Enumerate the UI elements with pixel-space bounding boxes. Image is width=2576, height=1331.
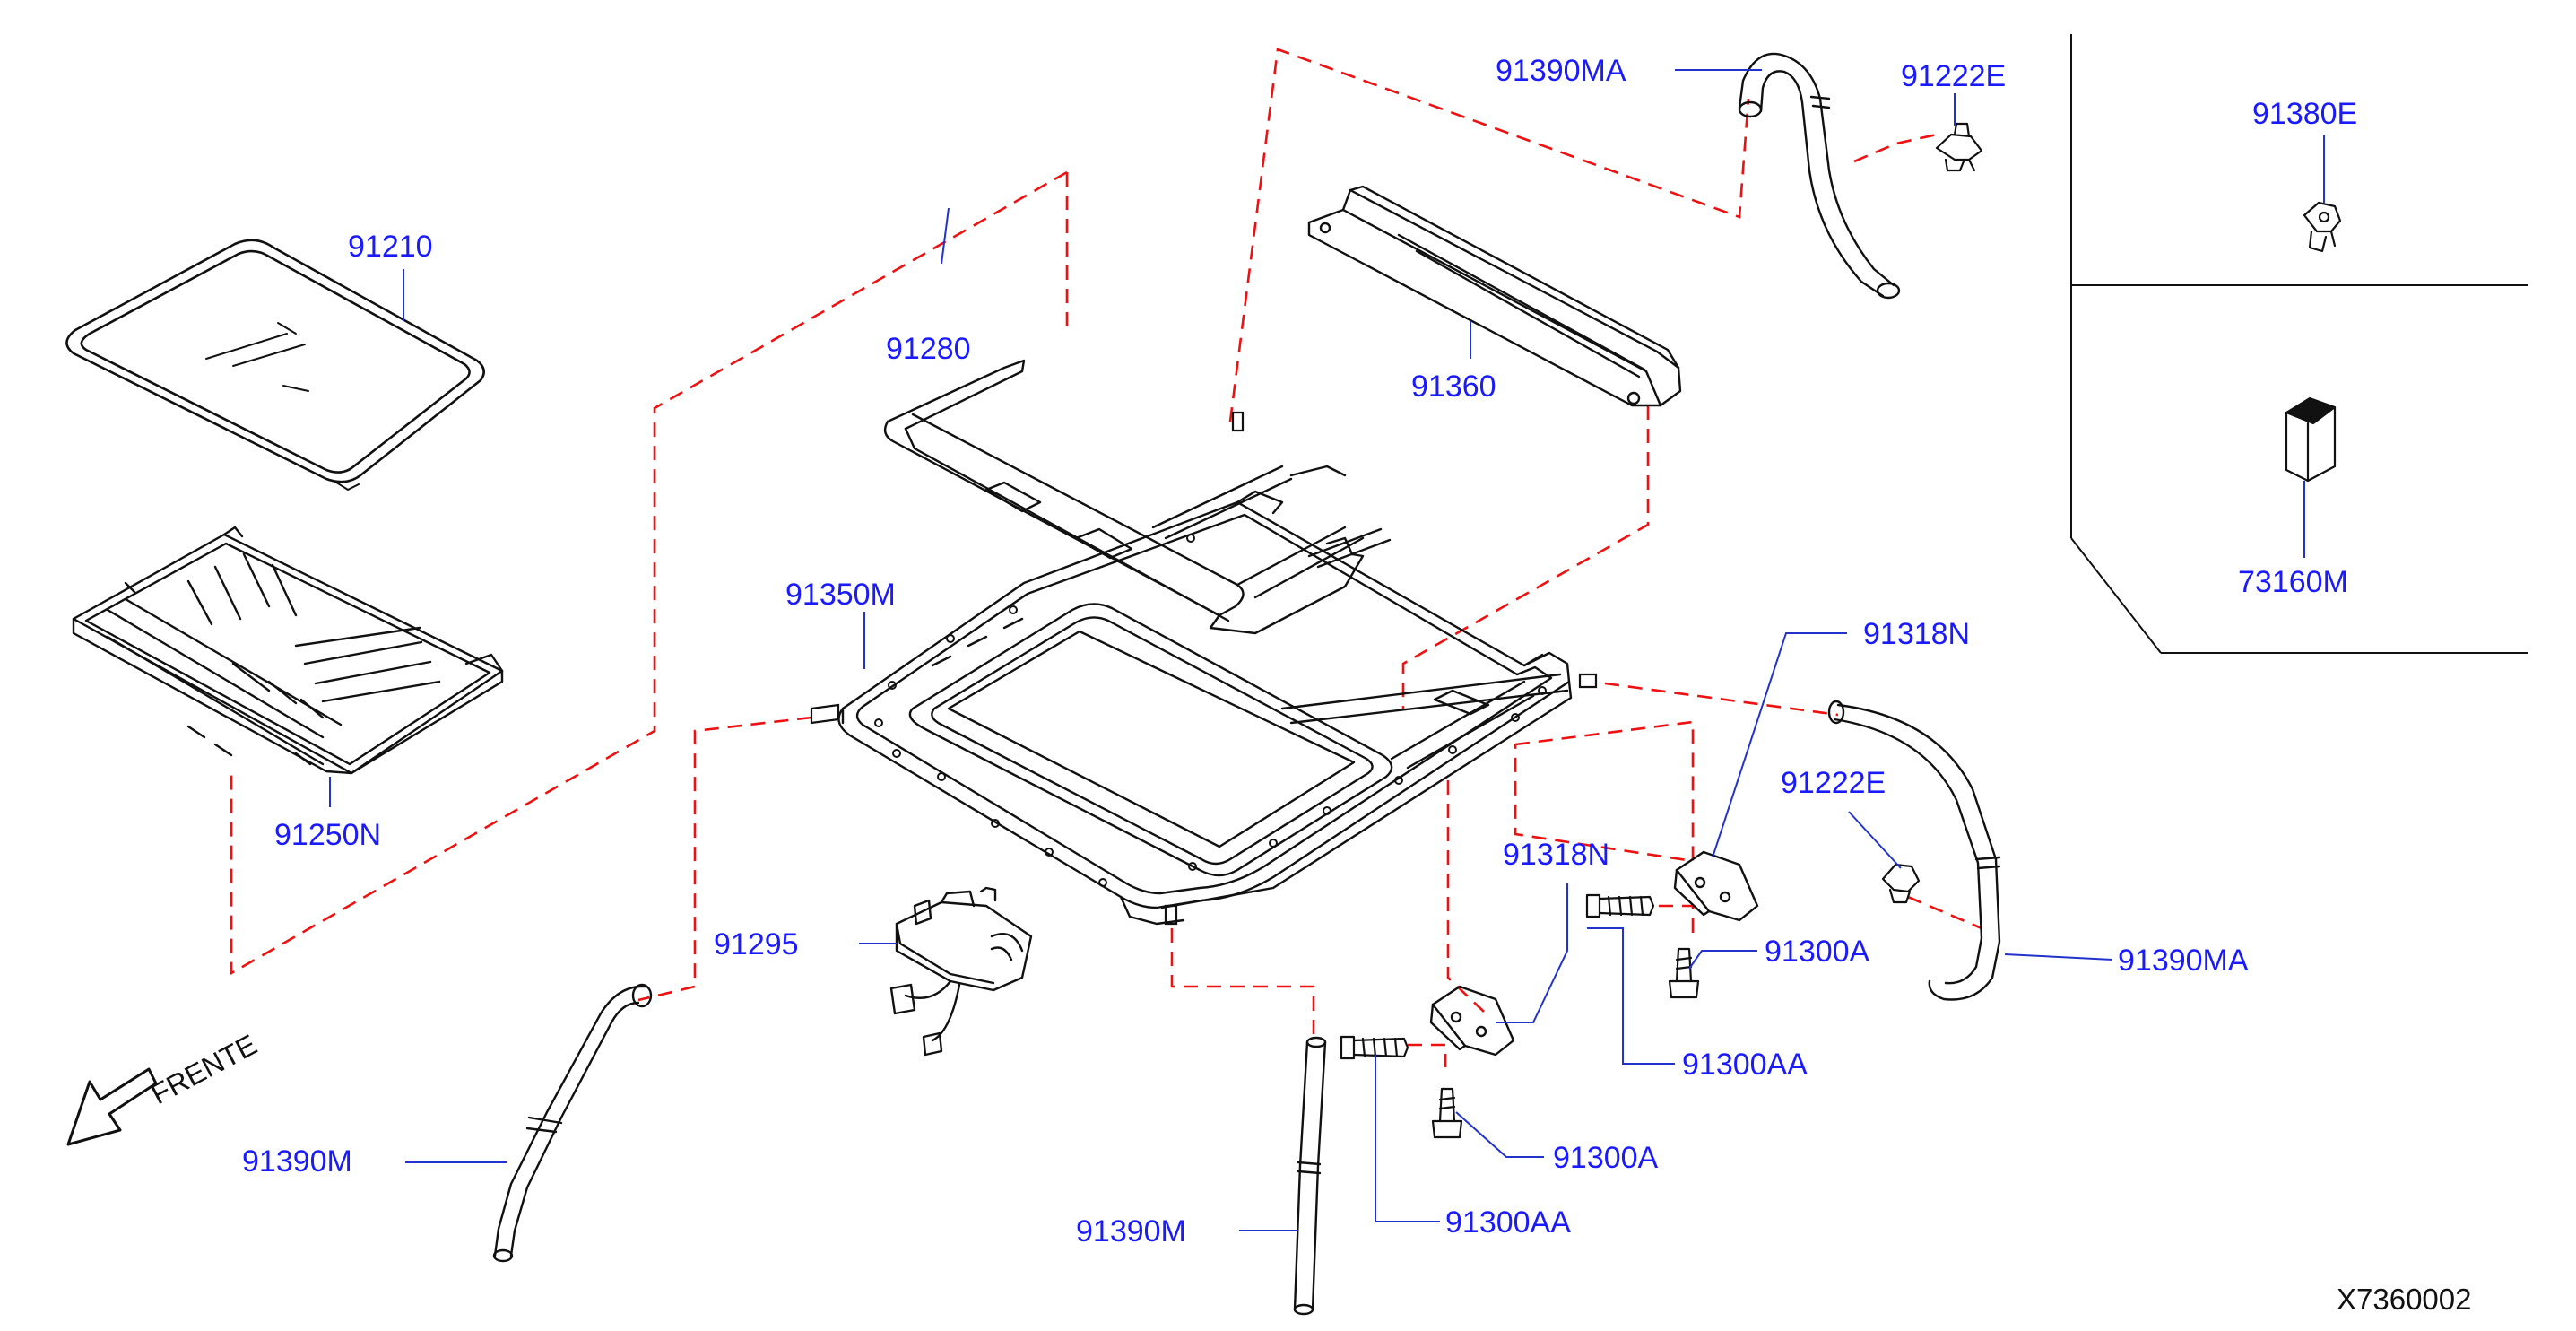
part-labels: 91210 91250N 91280 91360 91390MA 91222E … [242,54,2357,1248]
label-91318n-mid: 91318N [1503,838,1609,872]
clip-91222e-top [1935,122,1983,172]
bolt-91300aa-bottom [1340,1035,1409,1060]
clip-91380e [2303,201,2342,253]
dash-clip-mid [1907,895,1982,930]
label-91390ma-right: 91390MA [2118,944,2249,978]
right-panel-frame [2070,34,2528,654]
sunroof-frame-91350m [837,490,1573,926]
label-91222e-mid: 91222E [1781,766,1886,800]
sunroof-motor-91295 [889,886,1033,1057]
label-91280: 91280 [886,332,971,366]
label-91390ma-top: 91390MA [1496,54,1626,88]
dash-front-drain [1170,928,1315,1040]
leader-lines [329,69,2325,1231]
label-91250n: 91250N [274,818,381,852]
assembly-dashed-lines [230,48,1982,1067]
rail-trim-91280 [883,359,1365,635]
drain-hose-91390ma-top [1738,52,1901,300]
label-91222e-top: 91222E [1901,59,2006,93]
dash-deflector-left-run [230,170,1068,976]
drain-hose-91390m-front [1293,1036,1327,1316]
label-91350m: 91350M [785,578,896,612]
bracket-91318n-right [1673,850,1759,922]
clip-91222e-mid [1881,863,1921,904]
bracket-91318n-mid [1429,985,1515,1057]
dash-deflector-to-frame [1401,405,1650,709]
bolt-91300a-mid [1431,1087,1463,1139]
dash-rear-drain [1604,682,1839,717]
label-91210: 91210 [348,230,433,264]
front-direction-arrow [66,1067,158,1146]
drain-hose-91390ma-right [1827,700,2001,1001]
dash-bracket-right [1514,720,1695,863]
label-91360: 91360 [1411,370,1496,404]
label-91390m-left: 91390M [242,1144,352,1179]
label-91300aa-right: 91300AA [1682,1048,1808,1082]
dash-bolt-mid [1408,1043,1447,1067]
label-91380e: 91380E [2252,97,2357,131]
dash-frame-to-drain-top [1228,48,1750,422]
label-91300a-right: 91300A [1765,935,1870,969]
dash-clip-top [1853,133,1938,163]
drawing-code: X7360002 [2337,1283,2471,1316]
label-91318n-right: 91318N [1863,617,1970,651]
sunroof-glass-91210 [65,239,485,491]
wind-deflector-91360 [1307,185,1682,407]
dash-bracket-mid [1446,780,1485,1013]
foam-block-73160m [2285,396,2337,483]
label-91390m-bottom: 91390M [1076,1214,1186,1248]
frame-drain-nipples [810,411,1598,926]
label-73160m: 73160M [2238,565,2348,599]
label-91300aa-bottom: 91300AA [1445,1205,1571,1240]
frame-holes [874,534,1547,887]
drain-hose-91390m-left [492,983,653,1263]
dash-front-left-drain [637,716,812,1002]
sunshade-91250n [72,526,504,775]
label-91295: 91295 [714,927,799,961]
bolt-91300aa-right [1585,893,1655,918]
bolt-91300a-right [1668,947,1700,999]
label-91300a-mid: 91300A [1553,1141,1659,1175]
